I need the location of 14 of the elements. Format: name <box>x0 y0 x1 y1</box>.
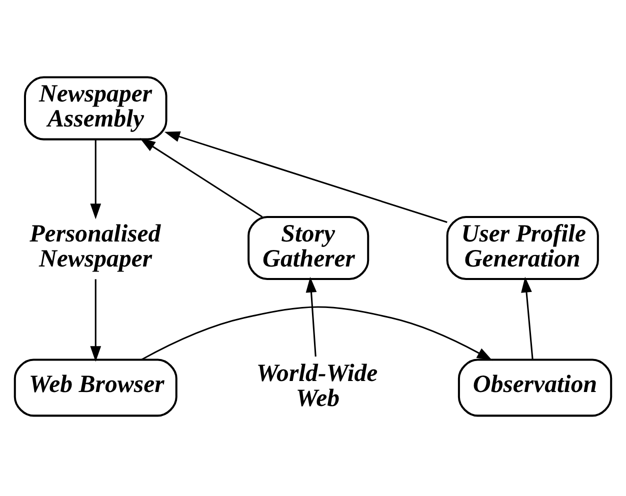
node-text: Personalised Newspaper <box>30 220 161 272</box>
arrow <box>164 131 448 224</box>
node-box: Observation <box>458 358 612 417</box>
node-box: Newspaper Assembly <box>24 76 168 140</box>
arrow <box>140 138 263 218</box>
arrow <box>306 276 317 357</box>
node-box: Web Browser <box>14 358 178 417</box>
node-text: World-Wide Web <box>256 360 378 412</box>
arrow <box>90 139 102 220</box>
node-box: Story Gatherer <box>248 216 370 280</box>
node-box: User Profile Generation <box>446 216 599 280</box>
arrow <box>90 279 102 362</box>
arrow <box>141 306 492 361</box>
arrow <box>521 276 534 360</box>
